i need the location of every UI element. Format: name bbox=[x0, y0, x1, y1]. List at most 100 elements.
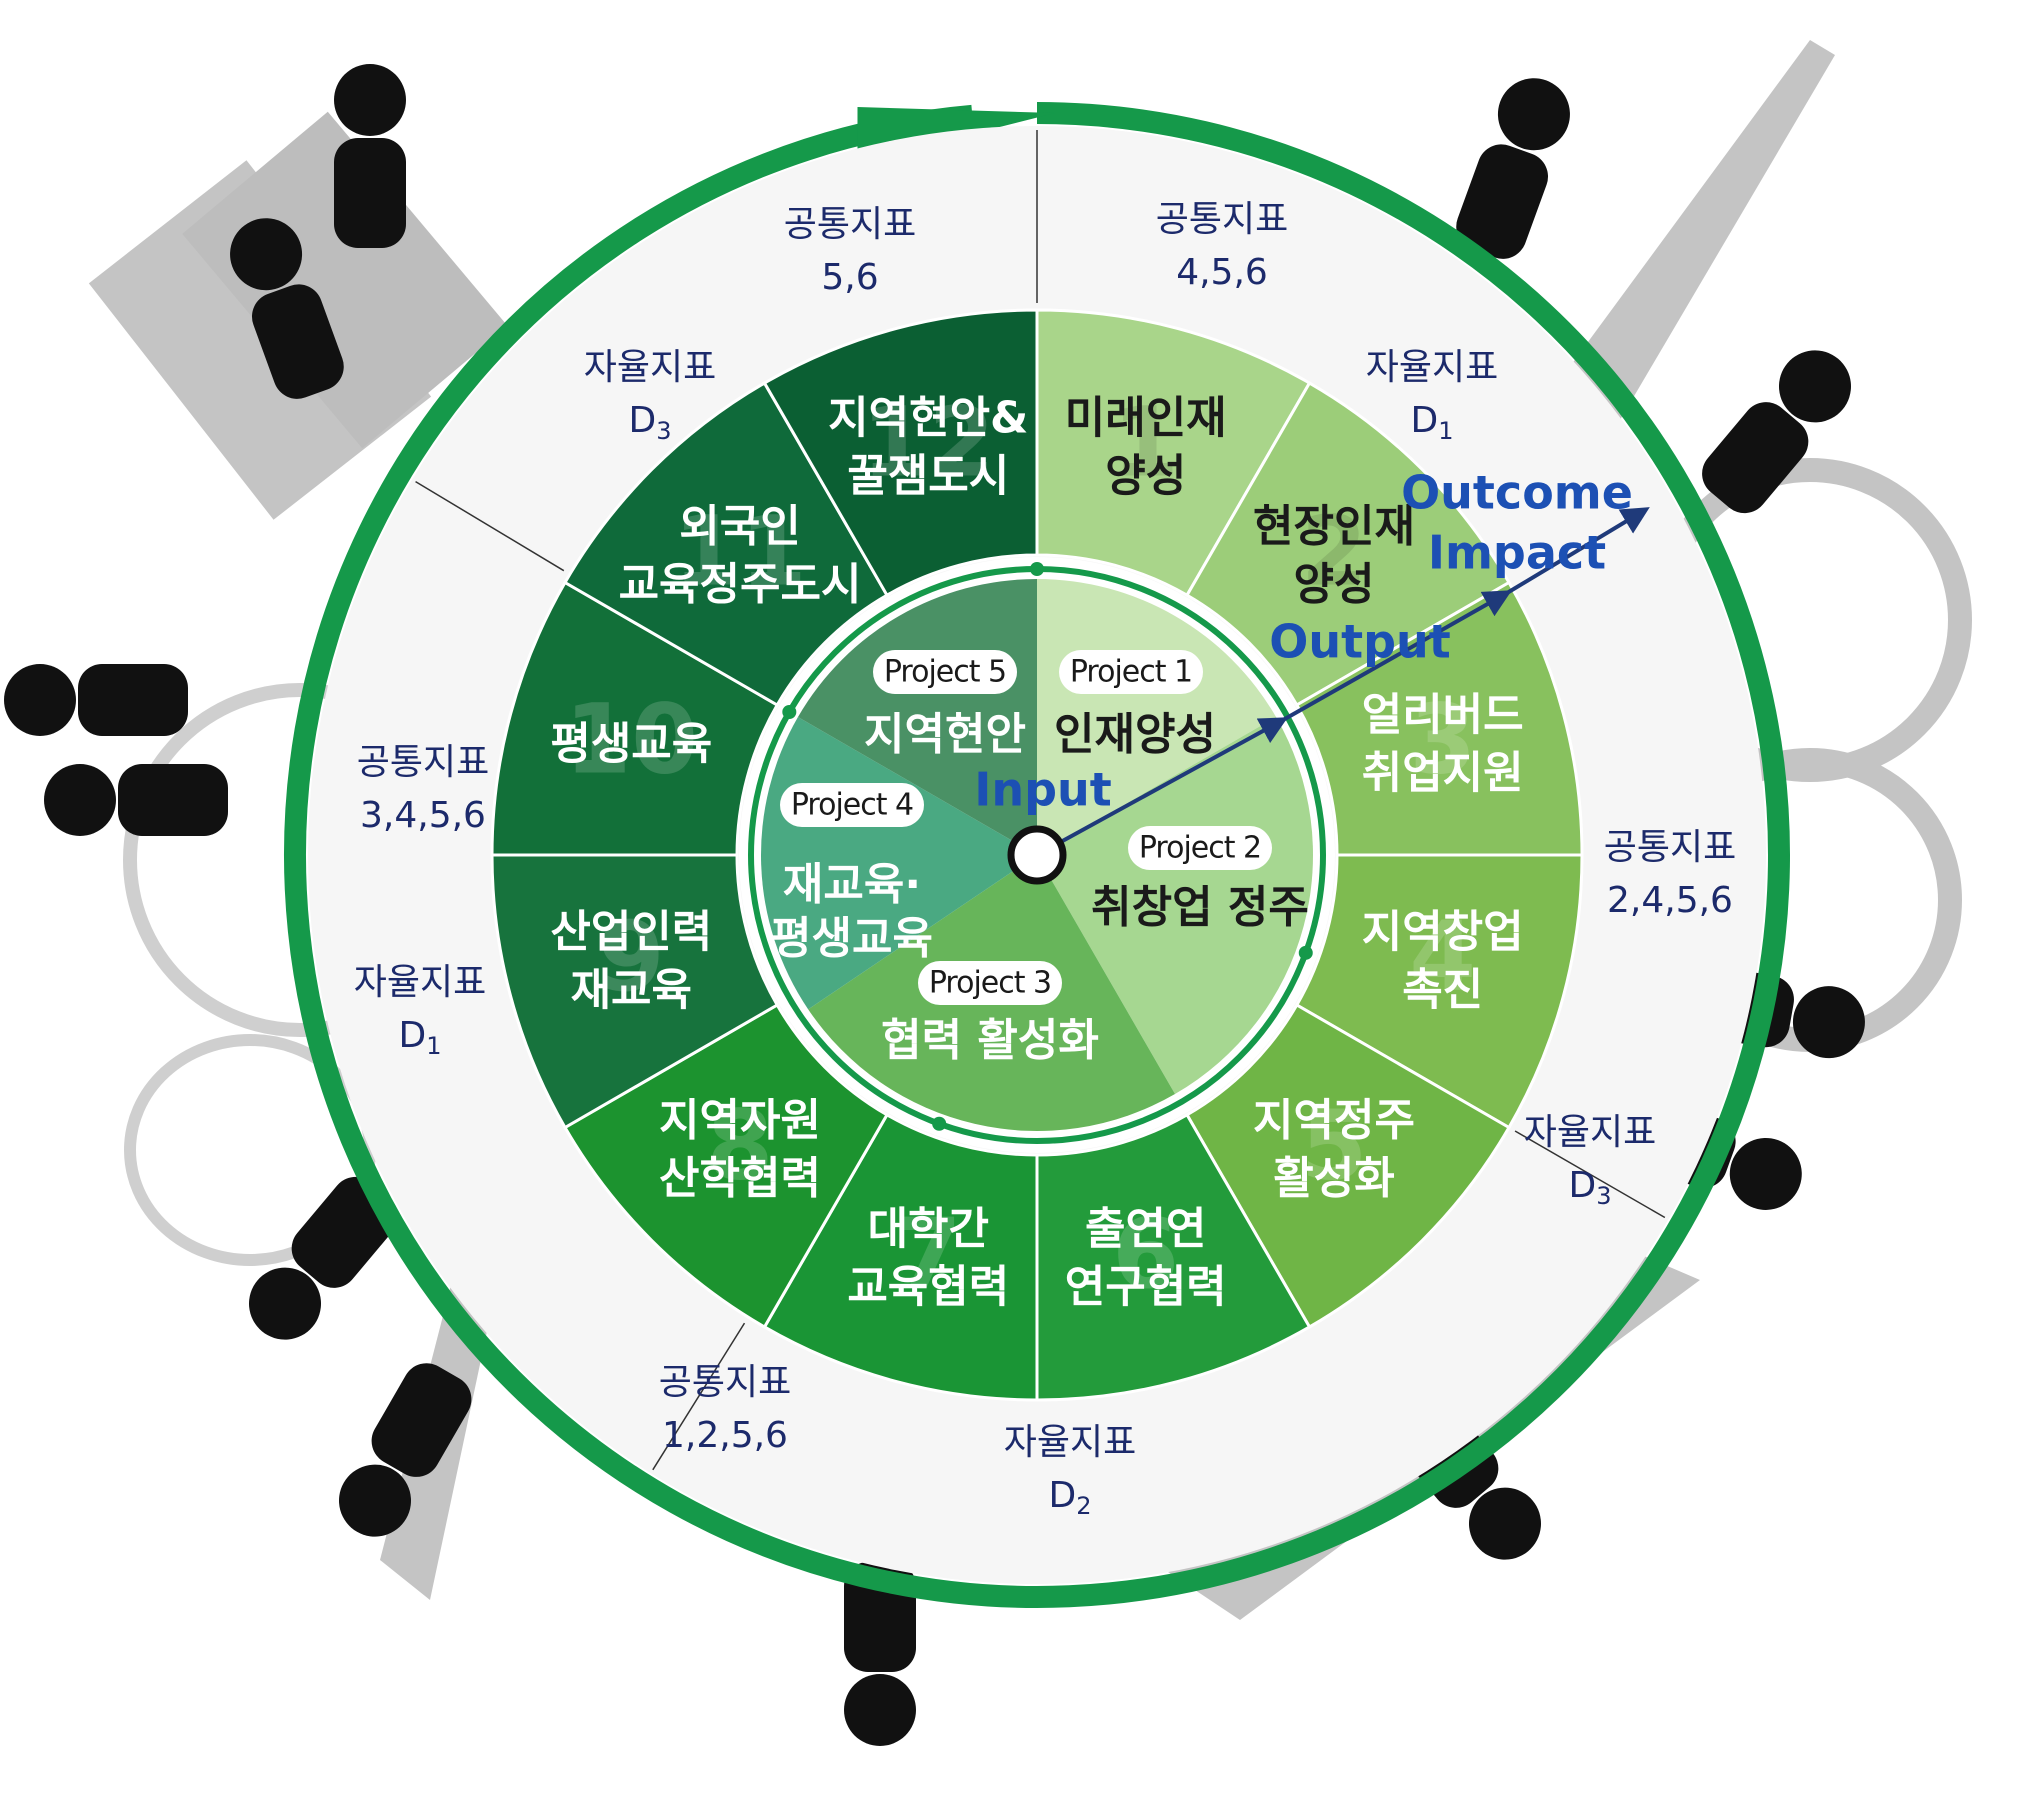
segment-label: 취업지원 bbox=[1362, 747, 1524, 798]
indicator-value: D3 bbox=[628, 400, 671, 445]
project-label: Project 1 bbox=[1070, 655, 1192, 690]
project-label: Project 3 bbox=[929, 966, 1051, 1001]
project-label: Project 4 bbox=[791, 788, 913, 823]
indicator-value: 2,4,5,6 bbox=[1607, 880, 1733, 921]
segment-label: 현장인재 bbox=[1253, 501, 1415, 552]
cycle-arrow-marker bbox=[1030, 562, 1044, 576]
indicator-name: 자율지표 bbox=[1524, 1112, 1656, 1153]
arch-silhouette bbox=[124, 1034, 376, 1266]
segment-label: 재교육 bbox=[571, 965, 692, 1016]
segment-number: 5 bbox=[1301, 1089, 1368, 1201]
project-sector-1 bbox=[1037, 579, 1277, 855]
indicator-value: D1 bbox=[398, 1015, 441, 1060]
person-silhouette bbox=[44, 764, 228, 836]
center-node bbox=[1007, 825, 1067, 885]
project-pill bbox=[1059, 650, 1203, 694]
indicator-value: 5,6 bbox=[821, 257, 878, 298]
segment-number: 11 bbox=[673, 495, 807, 607]
project-pill bbox=[873, 650, 1017, 694]
indicator-value: D3 bbox=[1568, 1165, 1611, 1210]
flow-arrow bbox=[1036, 717, 1288, 857]
segment-label: 산학협력 bbox=[659, 1153, 821, 1204]
indicator-name: 자율지표 bbox=[354, 962, 486, 1003]
project-label: Project 2 bbox=[1139, 831, 1261, 866]
project-title: 지역현안 bbox=[864, 709, 1026, 760]
segment-label: 지역자원 bbox=[659, 1095, 821, 1146]
indicator-name: 자율지표 bbox=[1004, 1422, 1136, 1463]
segment-number: 8 bbox=[707, 1089, 774, 1201]
indicator-name: 공통지표 bbox=[659, 1362, 791, 1403]
indicator-value: D1 bbox=[1410, 400, 1453, 445]
indicator-value: 1,2,5,6 bbox=[662, 1415, 788, 1456]
indicator-name: 자율지표 bbox=[584, 347, 716, 388]
indicator-divider bbox=[415, 480, 565, 572]
tower-silhouette bbox=[1560, 40, 1835, 420]
indicator-label: 공통지표 5,6 bbox=[784, 204, 916, 298]
indicator-value: 3,4,5,6 bbox=[360, 795, 486, 836]
indicator-label: 자율지표 D3 bbox=[1524, 1112, 1656, 1210]
project-sector-2 bbox=[1037, 717, 1313, 1095]
project-title: 평생교육 bbox=[771, 913, 933, 964]
segment-number: 12 bbox=[861, 387, 995, 499]
person-silhouette bbox=[4, 664, 188, 736]
project-title: 협력 활성화 bbox=[881, 1015, 1099, 1066]
indicator-name: 공통지표 bbox=[1156, 199, 1288, 240]
segment-label: 지역정주 bbox=[1253, 1095, 1415, 1146]
segment-number: 1 bbox=[1112, 387, 1179, 499]
indicator-label: 자율지표 D1 bbox=[1366, 347, 1498, 445]
indicator-name: 공통지표 bbox=[357, 742, 489, 783]
program-segments-ring: 1미래인재양성2현장인재양성3얼리버드취업지원4지역창업촉진5지역정주활성화6출… bbox=[490, 308, 1584, 1402]
segment-number: 7 bbox=[895, 1198, 962, 1310]
segment-label: 촉진 bbox=[1402, 965, 1483, 1016]
segment-label: 활성화 bbox=[1273, 1153, 1394, 1204]
segment-label: 대학간 bbox=[868, 1204, 989, 1255]
segment-label: 지역창업 bbox=[1362, 907, 1524, 958]
person-silhouette bbox=[334, 64, 406, 248]
segment-label: 산업인력 bbox=[550, 907, 712, 958]
indicator-name: 공통지표 bbox=[1604, 827, 1736, 868]
flow-impact: Impact bbox=[1428, 526, 1606, 580]
indicator-label: 공통지표 4,5,6 bbox=[1156, 199, 1288, 293]
flow-input: Input bbox=[974, 763, 1112, 817]
indicator-value: 4,5,6 bbox=[1176, 252, 1268, 293]
segment-label: 외국인 bbox=[679, 501, 800, 552]
segment-number: 2 bbox=[1301, 495, 1368, 607]
indicator-divider bbox=[652, 1322, 746, 1471]
segment-label: 교육정주도시 bbox=[619, 559, 862, 610]
person-silhouette bbox=[339, 1363, 472, 1537]
indicator-label: 공통지표 3,4,5,6 bbox=[357, 742, 489, 836]
segment-label: 양성 bbox=[1105, 450, 1186, 501]
project-title: 인재양성 bbox=[1054, 709, 1216, 760]
person-silhouette bbox=[1702, 350, 1851, 514]
project-pill bbox=[1128, 826, 1272, 870]
cycle-arrow-marker bbox=[932, 1116, 947, 1131]
segment-label: 지역현안& bbox=[828, 392, 1028, 443]
segment-label: 얼리버드 bbox=[1362, 689, 1524, 740]
cycle-arrow-marker bbox=[782, 705, 797, 719]
segment-label: 평생교육 bbox=[550, 718, 712, 769]
cycle-ring-arrow bbox=[284, 102, 1790, 1608]
segment-number: 9 bbox=[598, 901, 665, 1013]
project-pill bbox=[918, 961, 1062, 1005]
cycle-arrow-marker bbox=[1298, 945, 1313, 960]
person-silhouette bbox=[230, 218, 344, 399]
indicator-name: 공통지표 bbox=[784, 204, 916, 245]
segment-12 bbox=[762, 308, 1039, 598]
segment-number: 4 bbox=[1409, 901, 1476, 1013]
flow-arrow bbox=[1505, 507, 1650, 595]
segment-number: 3 bbox=[1409, 684, 1476, 796]
flow-output: Output bbox=[1269, 615, 1451, 669]
segment-label: 교육협력 bbox=[847, 1262, 1009, 1313]
indicator-label: 자율지표 D1 bbox=[354, 962, 486, 1060]
indicator-divider bbox=[1514, 1130, 1666, 1219]
indicator-name: 자율지표 bbox=[1366, 347, 1498, 388]
building-silhouette bbox=[182, 111, 508, 449]
project-title: 취창업 정주 bbox=[1091, 882, 1309, 933]
project-title: 재교육· bbox=[783, 859, 921, 910]
segment-label: 꿀잼도시 bbox=[847, 450, 1009, 501]
flow-outcome: Outcome bbox=[1401, 466, 1633, 520]
segment-number: 6 bbox=[1112, 1198, 1179, 1310]
person-silhouette bbox=[1456, 78, 1570, 259]
